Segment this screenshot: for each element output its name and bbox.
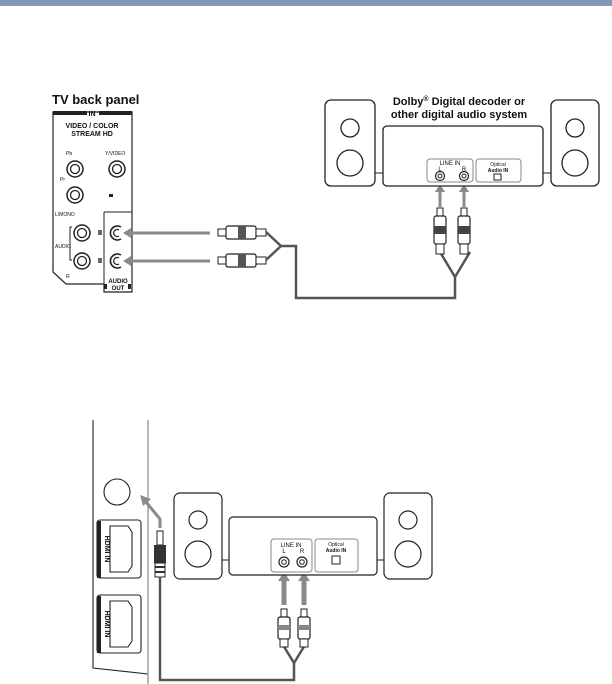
speaker-left-bottom: [173, 492, 223, 580]
optical-label-1-top: Optical: [490, 162, 506, 168]
audio-out-label-1: AUDIO: [108, 279, 128, 285]
l-label-bottom: L: [282, 549, 286, 555]
line-in-r-jack-bottom: [296, 556, 308, 568]
arrow-to-line-in-l-top: [435, 184, 445, 207]
optical-port-bottom: [331, 555, 341, 565]
audio-out-l-jack: [109, 225, 122, 241]
audio-label: AUDIO: [55, 244, 71, 250]
audio-in-l-jack: [73, 224, 91, 242]
pb-jack: [66, 160, 84, 178]
rca-plug-left-top: [217, 225, 267, 240]
arrow-to-audio-out-r: [123, 256, 210, 266]
rca-plug-top-r: [457, 207, 471, 255]
pr-jack: [66, 186, 84, 204]
small-marker: [109, 194, 113, 197]
r-label-bottom: R: [300, 549, 305, 555]
mini-plug: [154, 530, 166, 578]
tv-back-panel-title: TV back panel: [52, 92, 139, 107]
hdmi-port-1: HDMI IN: [96, 519, 142, 579]
video-color-label: VIDEO / COLOR: [66, 123, 119, 130]
top-diagram: TV back panel IN VIDEO / COLOR STREAM HD…: [52, 92, 600, 300]
rca-plug-top-l: [433, 207, 447, 255]
arrow-to-line-in-r-top: [459, 184, 469, 207]
audio-system-title-2: other digital audio system: [391, 109, 528, 121]
bottom-diagram: HDMI IN HDMI IN: [92, 420, 433, 684]
stream-hd-label: STREAM HD: [71, 131, 113, 138]
rca-plug-left-bottom: [217, 253, 267, 268]
speaker-left-top: [324, 99, 376, 187]
arrow-to-headphone-jack: [140, 495, 162, 528]
line-in-l-jack-top: [434, 170, 446, 182]
header-bar: [0, 0, 612, 6]
hdmi-in-label-1: HDMI IN: [103, 536, 110, 563]
hdmi-port-2: HDMI IN: [96, 594, 142, 654]
video-label: Y/VIDEO: [105, 151, 125, 157]
r-label-top: R: [462, 167, 467, 173]
audio-system-title-1: Dolby® Digital decoder or: [393, 95, 526, 108]
l-label-top: L: [438, 167, 442, 173]
arrow-to-audio-out-l: [123, 228, 210, 238]
headphone-jack: [103, 478, 131, 506]
audio-in-r-jack: [73, 252, 91, 270]
audio-out-r-jack: [109, 253, 122, 269]
pb-label: Pb: [66, 151, 72, 157]
r-label: R: [66, 274, 70, 280]
rca-plug-bottom-l: [277, 608, 291, 648]
optical-label-2-bottom: Audio IN: [326, 548, 347, 554]
arrow-to-line-in-r-bottom: [298, 572, 310, 605]
hdmi-in-label-2: HDMI IN: [103, 611, 110, 638]
pr-label: Pr: [60, 177, 65, 183]
decoder-unit-bottom: LINE IN L R Optical Audio IN: [228, 516, 378, 576]
optical-port-top: [493, 173, 502, 181]
optical-label-1-bottom: Optical: [328, 542, 344, 548]
arrow-to-line-in-l-bottom: [278, 572, 290, 605]
video-jack: [108, 160, 126, 178]
line-in-r-jack-top: [458, 170, 470, 182]
tv-side-panel: HDMI IN HDMI IN: [92, 420, 149, 684]
in-label: IN: [89, 111, 96, 118]
line-in-label-bottom: LINE IN: [280, 543, 301, 549]
audio-cable-bottom: [158, 577, 296, 682]
optical-label-2-top: Audio IN: [488, 168, 509, 174]
audio-out-label-2: OUT: [112, 286, 125, 292]
tv-back-panel: IN VIDEO / COLOR STREAM HD Pb Y/VIDEO Pr…: [52, 111, 133, 293]
decoder-unit-top: LINE IN L R Optical Audio IN: [382, 125, 544, 187]
lmono-label: L/MONO: [55, 212, 75, 218]
rca-plug-bottom-r: [297, 608, 311, 648]
line-in-label-top: LINE IN: [439, 161, 460, 167]
speaker-right-bottom: [383, 492, 433, 580]
speaker-right-top: [550, 99, 600, 187]
line-in-l-jack-bottom: [278, 556, 290, 568]
audio-cable-top: [265, 231, 457, 300]
